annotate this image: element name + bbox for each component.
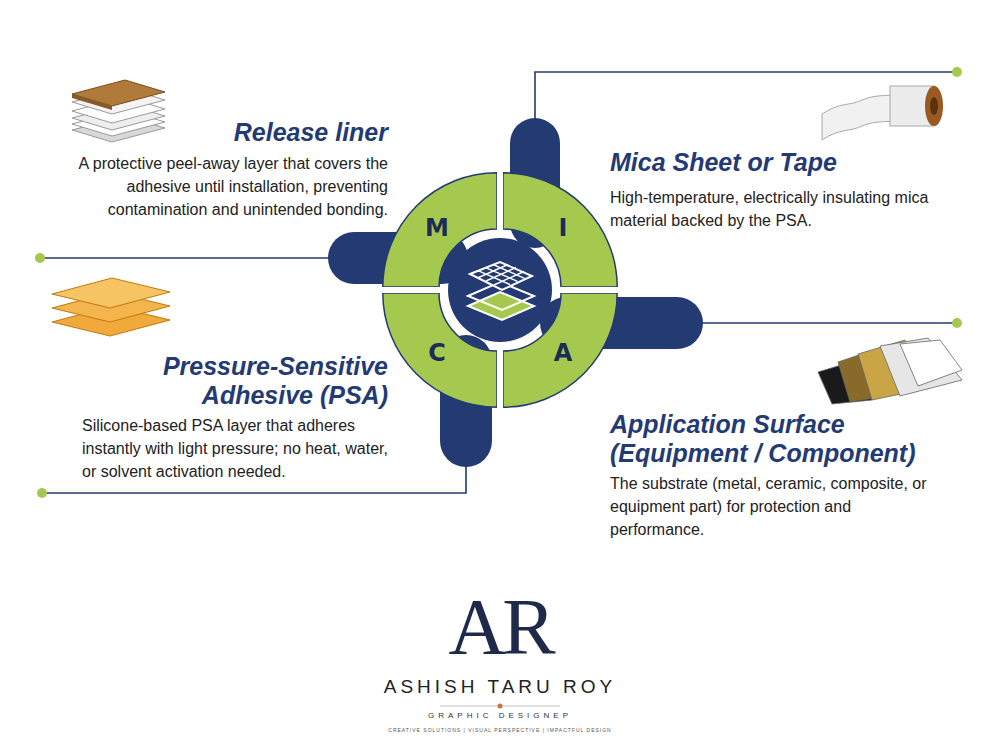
section-heading: Release liner xyxy=(58,118,388,147)
designer-name: ASHISH TARU ROY xyxy=(300,676,700,698)
designer-tagline: CREATIVE SOLUTIONS | VISUAL PERSPECTIVE … xyxy=(350,727,650,734)
segment-letter: C xyxy=(428,339,446,367)
section-body: The substrate (metal, ceramic, composite… xyxy=(610,472,935,541)
leader-lines xyxy=(40,72,957,493)
quarter-segment: C xyxy=(382,293,497,408)
section-body: A protective peel-away layer that covers… xyxy=(48,152,388,221)
section-heading: Application Surface (Equipment / Compone… xyxy=(610,410,950,468)
quarter-segment: I xyxy=(503,172,618,287)
segment-letter: I xyxy=(559,214,568,242)
psa-layers-icon xyxy=(52,278,170,336)
release-liner-icon xyxy=(72,80,165,142)
section-body: High-temperature, electrically insulatin… xyxy=(610,186,940,232)
leader-dots xyxy=(35,67,962,498)
section-heading: Pressure-Sensitive Adhesive (PSA) xyxy=(88,352,388,410)
quarter-segment: M xyxy=(382,172,497,287)
designer-role: GRAPHIC DESIGNEP xyxy=(350,711,650,721)
section-body: Silicone-based PSA layer that adheres in… xyxy=(82,414,397,483)
logo-mark: AR xyxy=(350,582,650,672)
logo-rule xyxy=(440,704,560,709)
application-surface-icon xyxy=(818,338,962,404)
center-icon xyxy=(448,238,552,342)
section-heading: Mica Sheet or Tape xyxy=(610,148,950,177)
segment-letter: A xyxy=(554,339,573,367)
quarter-segment: A xyxy=(503,293,618,408)
mica-roll-icon xyxy=(822,86,943,140)
segment-letter: M xyxy=(425,214,449,242)
